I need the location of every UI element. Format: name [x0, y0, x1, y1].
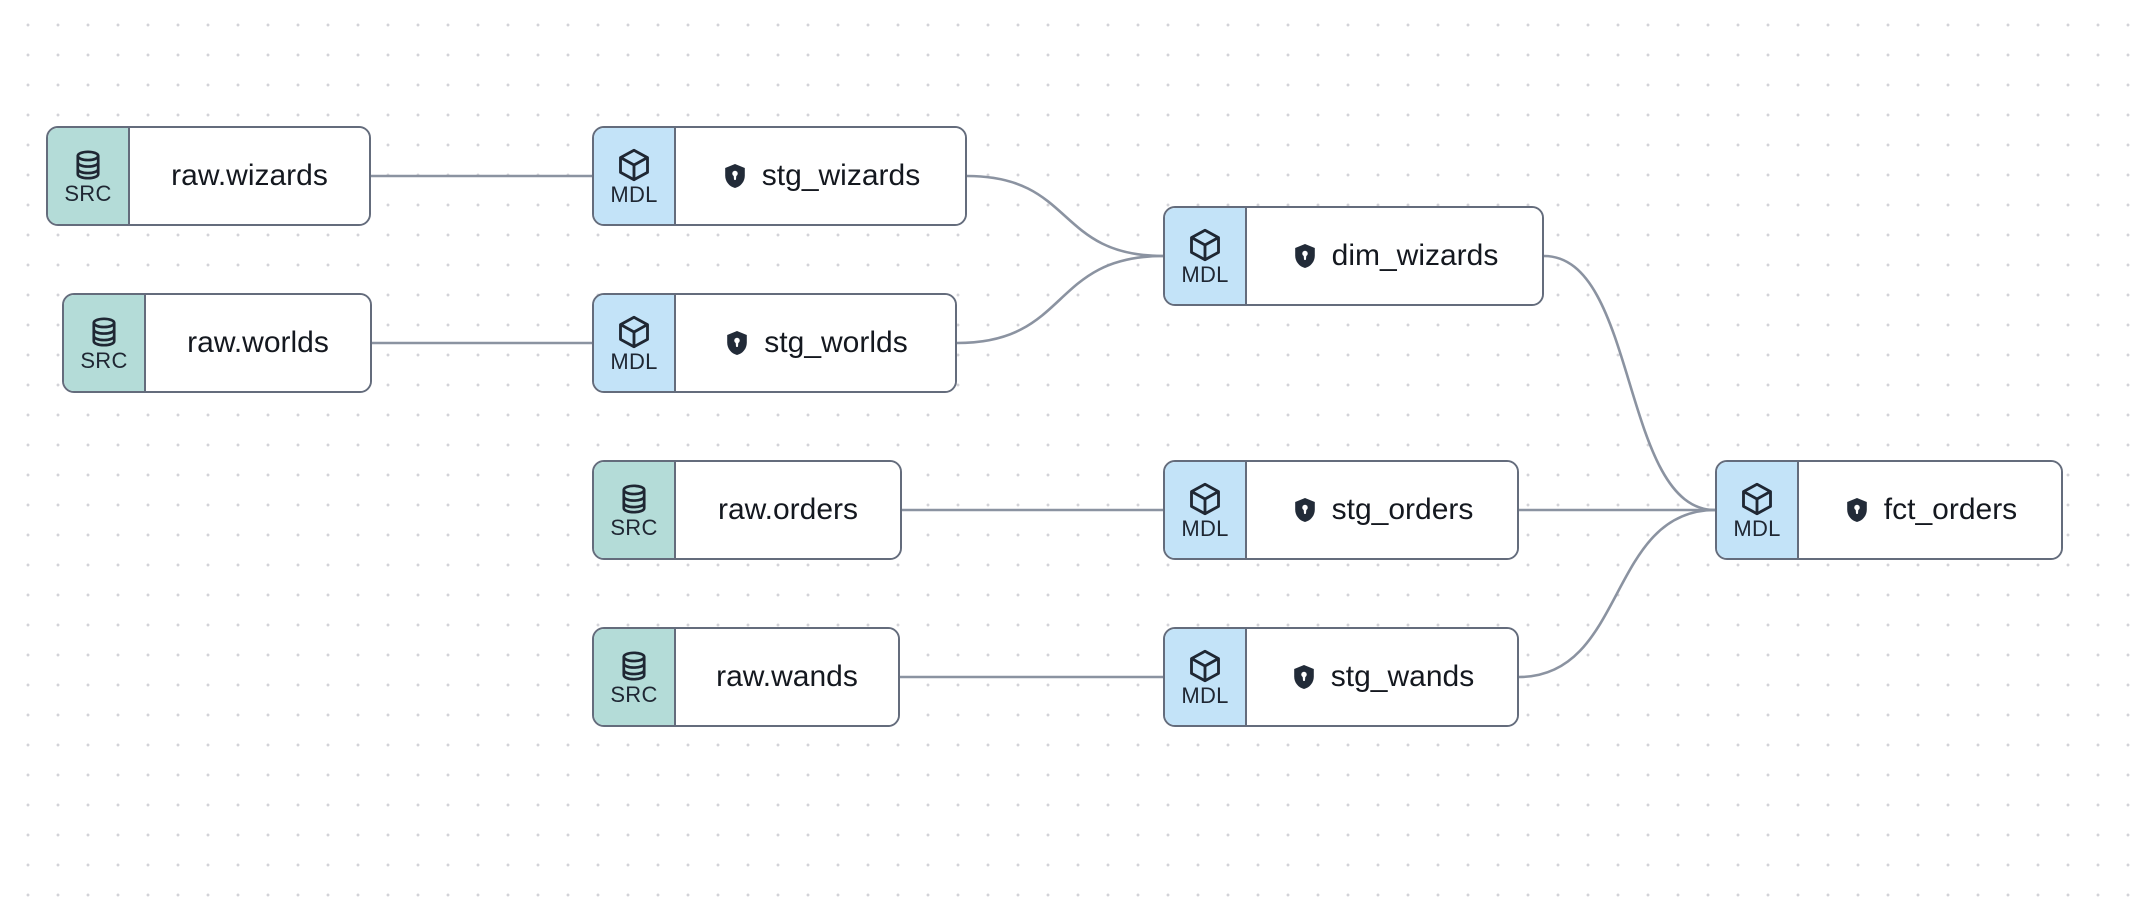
- database-icon: [71, 148, 105, 182]
- node-kind-label: MDL: [1733, 515, 1781, 541]
- node-kind-badge: MDL: [1165, 462, 1247, 558]
- node-kind-label: MDL: [610, 348, 658, 374]
- node-label: dim_wizards: [1331, 239, 1499, 272]
- node-body: stg_orders: [1247, 462, 1517, 558]
- database-icon: [87, 315, 121, 349]
- node-kind-label: SRC: [64, 180, 112, 206]
- node-label: stg_wizards: [761, 159, 921, 192]
- node-kind-badge: SRC: [594, 462, 676, 558]
- node-body: raw.worlds: [146, 295, 370, 391]
- node-label: fct_orders: [1883, 493, 2018, 526]
- node-kind-badge: MDL: [1717, 462, 1799, 558]
- cube-icon: [1739, 481, 1775, 517]
- graph-node-stg_wands[interactable]: MDL stg_wands: [1163, 627, 1519, 727]
- node-kind-badge: MDL: [594, 128, 676, 224]
- node-label: raw.wizards: [171, 159, 328, 192]
- node-kind-badge: SRC: [48, 128, 130, 224]
- node-body: dim_wizards: [1247, 208, 1542, 304]
- graph-node-dim_wizards[interactable]: MDL dim_wizards: [1163, 206, 1544, 306]
- node-kind-label: SRC: [610, 681, 658, 707]
- graph-edge-dim_wizards-to-fct_orders: [1542, 254, 1717, 512]
- graph-node-raw_orders[interactable]: SRC raw.orders: [592, 460, 902, 560]
- cube-icon: [1187, 648, 1223, 684]
- node-body: raw.wands: [676, 629, 898, 725]
- node-body: stg_worlds: [676, 295, 955, 391]
- graph-node-stg_worlds[interactable]: MDL stg_worlds: [592, 293, 957, 393]
- node-kind-badge: SRC: [64, 295, 146, 391]
- cube-icon: [616, 147, 652, 183]
- node-kind-label: SRC: [80, 347, 128, 373]
- node-kind-badge: SRC: [594, 629, 676, 725]
- graph-node-stg_wizards[interactable]: MDL stg_wizards: [592, 126, 967, 226]
- shield-lock-icon: [1291, 496, 1319, 524]
- node-label: stg_orders: [1331, 493, 1474, 526]
- node-kind-label: MDL: [1181, 515, 1229, 541]
- graph-node-raw_wizards[interactable]: SRC raw.wizards: [46, 126, 371, 226]
- node-kind-label: MDL: [1181, 682, 1229, 708]
- node-label: raw.orders: [717, 493, 859, 526]
- node-body: stg_wizards: [676, 128, 965, 224]
- shield-lock-icon: [1290, 663, 1318, 691]
- shield-lock-icon: [1843, 496, 1871, 524]
- graph-node-raw_wands[interactable]: SRC raw.wands: [592, 627, 900, 727]
- node-body: stg_wands: [1247, 629, 1517, 725]
- shield-lock-icon: [1291, 242, 1319, 270]
- node-kind-label: SRC: [610, 514, 658, 540]
- node-kind-label: MDL: [1181, 261, 1229, 287]
- node-label: raw.wands: [716, 660, 858, 693]
- cube-icon: [1187, 481, 1223, 517]
- node-label: raw.worlds: [187, 326, 329, 359]
- node-kind-badge: MDL: [1165, 629, 1247, 725]
- graph-node-fct_orders[interactable]: MDL fct_orders: [1715, 460, 2063, 560]
- cube-icon: [616, 314, 652, 350]
- shield-lock-icon: [721, 162, 749, 190]
- node-body: fct_orders: [1799, 462, 2061, 558]
- node-kind-badge: MDL: [594, 295, 676, 391]
- graph-edge-stg_worlds-to-dim_wizards: [955, 254, 1165, 345]
- database-icon: [617, 482, 651, 516]
- graph-node-raw_worlds[interactable]: SRC raw.worlds: [62, 293, 372, 393]
- graph-node-stg_orders[interactable]: MDL stg_orders: [1163, 460, 1519, 560]
- graph-edge-stg_wands-to-fct_orders: [1517, 508, 1717, 679]
- node-kind-badge: MDL: [1165, 208, 1247, 304]
- node-label: stg_wands: [1330, 660, 1475, 693]
- node-body: raw.orders: [676, 462, 900, 558]
- node-label: stg_worlds: [764, 326, 908, 359]
- shield-lock-icon: [723, 329, 751, 357]
- cube-icon: [1187, 227, 1223, 263]
- node-kind-label: MDL: [610, 181, 658, 207]
- node-body: raw.wizards: [130, 128, 369, 224]
- graph-edge-stg_wizards-to-dim_wizards: [965, 174, 1165, 258]
- database-icon: [617, 649, 651, 683]
